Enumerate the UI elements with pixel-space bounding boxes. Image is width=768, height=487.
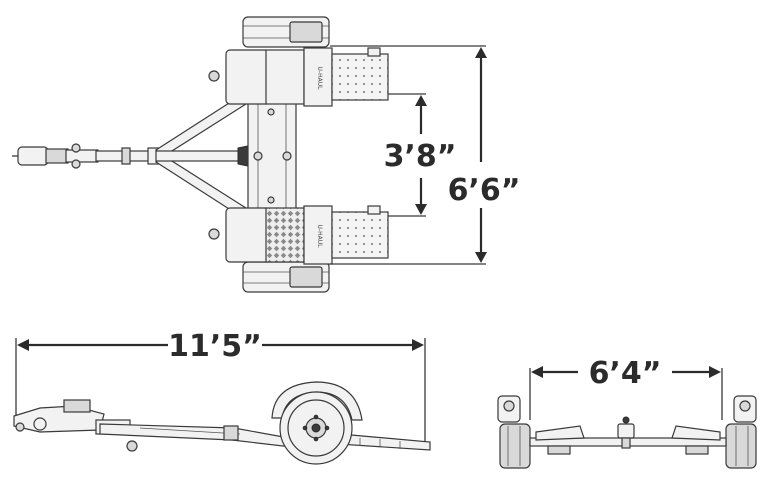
center-frame — [247, 95, 297, 217]
overall-length-dimension: 11’5” — [15, 329, 426, 448]
side-tongue-beam — [99, 423, 301, 449]
rear-width-label: 6’4” — [589, 356, 662, 391]
rear-left-wheel — [497, 395, 531, 469]
tongue-hitch — [12, 143, 159, 169]
fender-brand-lower: U-HAUL — [316, 225, 323, 249]
overall-width-label: 6’6” — [448, 173, 521, 208]
overall-width-dimension: 6’6” — [330, 45, 521, 265]
overall-length-label: 11’5” — [168, 329, 262, 364]
lower-fender-assembly: U-HAUL — [208, 205, 333, 265]
side-view: 11’5” — [13, 329, 431, 465]
rear-right-wheel — [725, 395, 757, 469]
rear-view: 6’4” — [497, 356, 757, 469]
rear-hitch — [617, 416, 635, 449]
side-ramp — [337, 433, 431, 451]
lower-wheel — [242, 261, 330, 293]
top-view: U-HAUL U-HAUL — [12, 16, 521, 293]
a-frame — [154, 95, 253, 217]
upper-ramp — [331, 47, 389, 101]
side-wheel — [271, 381, 363, 465]
rear-width-dimension: 6’4” — [529, 356, 723, 420]
lower-ramp — [331, 205, 389, 259]
axle-width-dimension: 3’8” — [384, 93, 457, 217]
upper-wheel — [242, 16, 330, 48]
fender-brand-upper: U-HAUL — [316, 67, 323, 91]
axle-width-label: 3’8” — [384, 139, 457, 174]
upper-fender-assembly: U-HAUL — [208, 47, 333, 107]
